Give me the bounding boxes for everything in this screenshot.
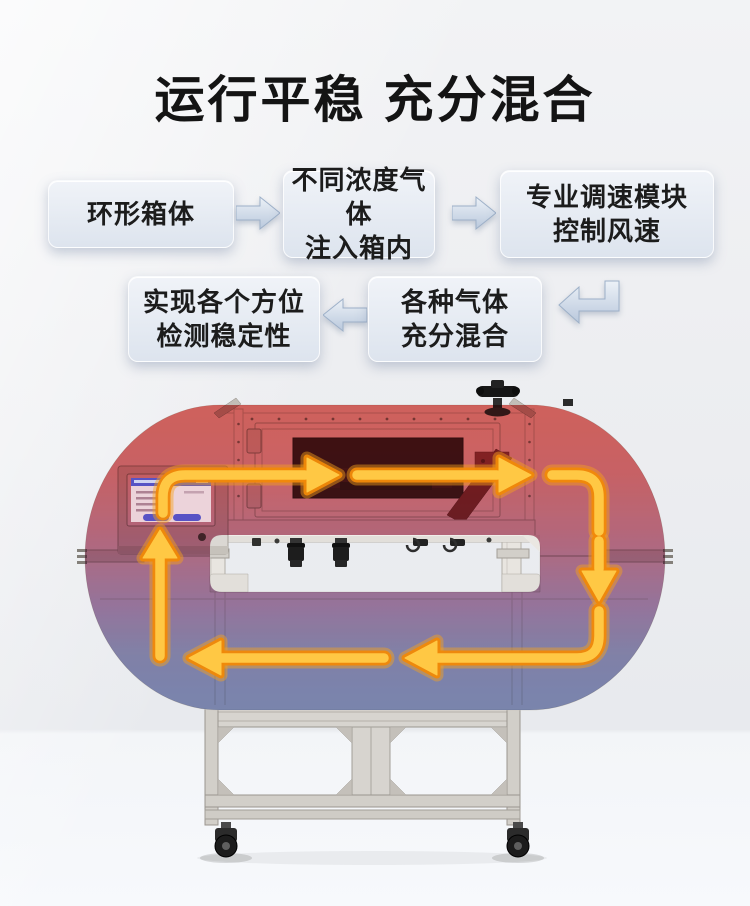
arrow-right-icon <box>236 195 280 231</box>
flow-box-ring-body: 环形箱体 <box>48 180 234 248</box>
flow-box-line: 不同浓度气体 <box>291 164 427 229</box>
flow-box-line: 注入箱内 <box>304 233 413 264</box>
cable-gland <box>332 538 350 567</box>
caster-wheel <box>214 822 238 858</box>
clip-connector <box>442 537 465 553</box>
flow-box-line: 充分混合 <box>400 321 509 351</box>
cable-gland <box>287 538 305 567</box>
clip-connector <box>405 537 428 553</box>
flow-arrows <box>136 451 623 682</box>
flow-box-speed-module: 专业调速模块 控制风速 <box>500 170 714 258</box>
flow-box-line: 检测稳定性 <box>156 321 292 351</box>
connector-ports <box>252 537 492 567</box>
arrow-right-icon <box>452 195 496 231</box>
top-fitting <box>563 399 573 406</box>
flow-box-line: 各种气体 <box>400 286 509 317</box>
stand-frame <box>197 706 547 865</box>
corner-gussets <box>217 726 508 796</box>
flow-box-line: 环形箱体 <box>86 198 195 229</box>
flow-box-line: 专业调速模块 <box>525 181 688 212</box>
flow-box-line: 实现各个方位 <box>142 286 305 317</box>
flow-box-line: 控制风速 <box>552 216 661 246</box>
flow-box-stability: 实现各个方位 检测稳定性 <box>128 276 320 362</box>
flow-box-gas-inject: 不同浓度气体 注入箱内 <box>283 165 435 263</box>
arrow-left-icon <box>323 297 367 333</box>
arrow-return-icon <box>558 280 620 325</box>
caster-wheel <box>506 822 530 858</box>
flow-box-mixing: 各种气体 充分混合 <box>368 276 542 362</box>
page-title: 运行平稳 充分混合 <box>154 72 596 128</box>
